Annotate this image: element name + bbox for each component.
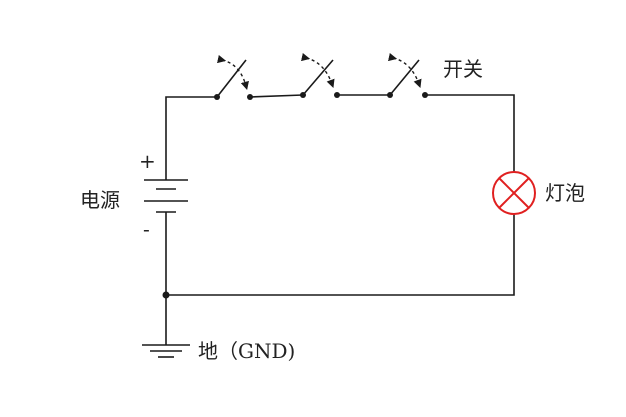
switch-3 xyxy=(387,52,428,98)
ground-label: 地（GND) xyxy=(198,339,295,363)
ground-icon xyxy=(142,344,190,358)
wire-top-left xyxy=(165,96,217,180)
minus-label: - xyxy=(143,217,150,241)
switch-1 xyxy=(214,54,253,100)
wire-bottom xyxy=(165,212,515,296)
bulb-label: 灯泡 xyxy=(545,181,585,205)
power-label: 电源 xyxy=(80,188,120,212)
plus-label: + xyxy=(139,149,156,173)
battery-icon xyxy=(144,179,188,213)
switch-label: 开关 xyxy=(443,57,483,81)
wire-link-1 xyxy=(249,94,304,98)
circuit-wires xyxy=(165,94,515,345)
wire-top-right xyxy=(425,94,515,172)
lamp-icon xyxy=(492,171,536,215)
switch-2 xyxy=(300,52,340,98)
junction-dot xyxy=(162,291,170,299)
